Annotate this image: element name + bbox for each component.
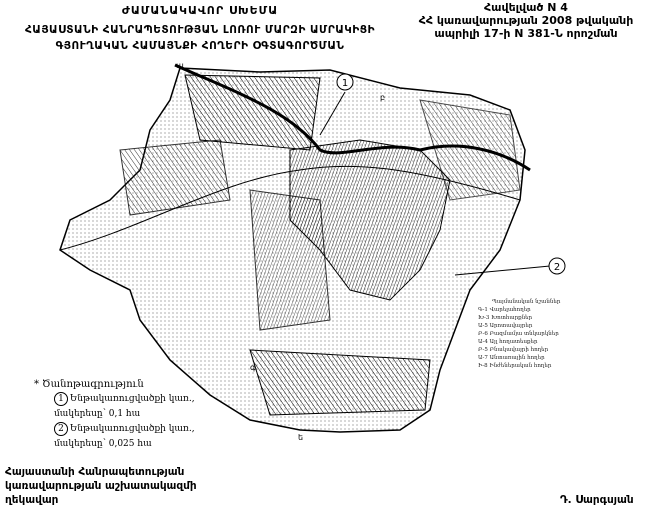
map-key-item: Ա-4 Այլ հողատեսքեր [478,339,538,345]
svg-text:2: 2 [554,262,560,273]
map-key-item: Ի-8 Ինժեներական հողեր [478,363,552,369]
legend-item-area: մակերեսը՝ 0,025 հա [54,439,152,449]
map-letter-g: գ [250,363,256,372]
signatory-line3: ղեկավար [5,494,59,506]
legend-marker-1: 1 [54,392,68,406]
fields-east [419,99,521,201]
map-subtitle-line2: ԳՅՈՒՂԱԿԱՆ ՀԱՄԱՅՆՔԻ ՀՈՂԵՐԻ ՕԳՏԱԳՈՐԾՄԱՆ [55,40,345,52]
fields-north [184,74,321,151]
signatory-line1: Հայաստանի Հանրապետության [5,466,185,478]
appendix-line1: Հավելված N 4 [484,1,568,14]
appendix-line3: ապրիլի 17-ի N 381-Ն որոշման [434,27,618,40]
map-key-item: Ա-7 Անտառային հողեր [478,355,545,361]
map-letter-a: ա [176,61,184,70]
map-key-item: Բ-5 Բնակավայրի հողեր [478,347,549,353]
appendix-note: Հավելված N 4 ՀՀ կառավարության 2008 թվակա… [400,1,652,40]
signatory-line2: կառավարության աշխատակազմի [5,480,197,492]
map-letter-b: բ [380,93,385,102]
map-marker-2: 2 [548,257,566,275]
legend-heading: * Ծանոթագրություն [34,379,144,390]
fields-south [249,349,431,416]
map-key-item: Բ-6 Բազմամյա տնկարկներ [478,331,559,337]
legend-item-text: Ենթակառուցվածքի կառ., [70,394,195,404]
map-key-item: Ա-5 Արոտավայրեր [478,323,533,329]
leader-line-2 [454,265,551,276]
fields-central [249,189,331,331]
legend-item-text: Ենթակառուցվածքի կառ., [70,424,195,434]
map-subtitle-line1: ՀԱՅԱՍՏԱՆԻ ՀԱՆՐԱՊԵՏՈՒԹՅԱՆ ԼՈՌՈՒ ՄԱՐԶԻ ԱՄՐ… [24,24,376,36]
map-title: ԺԱՄԱՆԱԿԱՎՈՐ ՍԽԵՄԱ [121,4,279,17]
signatory-title: Հայաստանի Հանրապետության կառավարության ա… [5,465,197,507]
leader-line-1 [319,91,346,136]
map-key-item: Գ-1 Վարելահողեր [478,307,531,313]
map-key-item: Խ-3 Խոտհարքներ [478,315,533,321]
legend-marker-2: 2 [54,422,68,436]
legend-item-area: մակերեսը՝ 0,1 հա [54,409,141,419]
signatory-name: Դ. Սարգսյան [560,494,634,506]
map-letter-e: ե [298,433,303,442]
map-key: Պայմանական նշաններ Գ-1 Վարելահողեր Խ-3 Խ… [478,298,560,370]
map-key-item: Պայմանական նշաններ [492,299,561,305]
river [174,63,531,172]
fields-west [119,139,231,216]
road [59,165,521,251]
map-marker-1: 1 [336,73,354,91]
svg-text:1: 1 [342,78,348,89]
appendix-line2: ՀՀ կառավարության 2008 թվականի [418,14,634,27]
